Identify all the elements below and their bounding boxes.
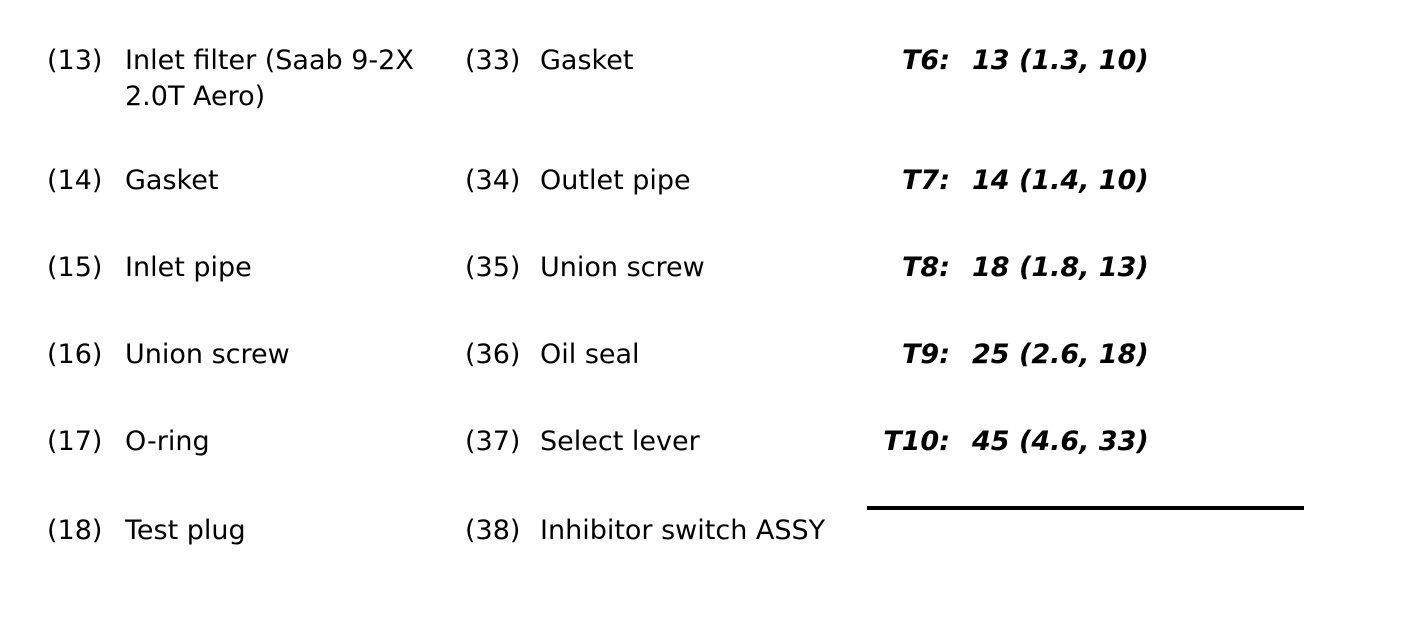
part-number: (33)	[465, 45, 521, 76]
part-number: (34)	[465, 165, 521, 196]
part-name: Inlet pipe	[125, 252, 252, 283]
part-item: (35) Union screw	[465, 250, 940, 286]
part-number: (15)	[47, 252, 103, 283]
torque-label: T7:	[901, 165, 950, 196]
part-number: (18)	[47, 515, 103, 546]
part-item: (36) Oil seal	[465, 337, 940, 373]
part-name: O-ring	[125, 426, 210, 457]
torque-label: T6:	[901, 45, 950, 76]
part-number: (37)	[465, 426, 521, 457]
torque-value: 45 (4.6, 33)	[972, 426, 1149, 457]
part-item: (18) Test plug	[47, 513, 470, 549]
part-number: (14)	[47, 165, 103, 196]
part-number: (35)	[465, 252, 521, 283]
torque-spec-row: T8: 18 (1.8, 13)	[858, 250, 1149, 286]
part-number: (16)	[47, 339, 103, 370]
torque-value: 13 (1.3, 10)	[972, 45, 1149, 76]
part-number: (13)	[47, 45, 103, 76]
part-number: (17)	[47, 426, 103, 457]
part-name: Union screw	[540, 252, 705, 283]
part-number: (36)	[465, 339, 521, 370]
torque-value: 18 (1.8, 13)	[972, 252, 1149, 283]
part-item: (13) Inlet filter (Saab 9-2X 2.0T Aero)	[47, 43, 470, 115]
part-name: Inhibitor switch ASSY	[540, 515, 826, 546]
part-item: (34) Outlet pipe	[465, 163, 940, 199]
torque-spec-row: T7: 14 (1.4, 10)	[858, 163, 1149, 199]
part-item: (15) Inlet pipe	[47, 250, 470, 286]
torque-table-bottom-rule	[867, 506, 1304, 510]
part-item: (17) O-ring	[47, 424, 470, 460]
torque-spec-row: T9: 25 (2.6, 18)	[858, 337, 1149, 373]
torque-value: 14 (1.4, 10)	[972, 165, 1149, 196]
torque-spec-row: T10: 45 (4.6, 33)	[858, 424, 1149, 460]
part-name: Gasket	[540, 45, 634, 76]
torque-label: T8:	[901, 252, 950, 283]
torque-label: T9:	[901, 339, 950, 370]
part-name: Union screw	[125, 339, 290, 370]
part-name: Outlet pipe	[540, 165, 691, 196]
part-item: (14) Gasket	[47, 163, 470, 199]
torque-spec-row: T6: 13 (1.3, 10)	[858, 43, 1149, 79]
torque-value: 25 (2.6, 18)	[972, 339, 1149, 370]
part-item: (38) Inhibitor switch ASSY	[465, 513, 940, 549]
part-name: Select lever	[540, 426, 700, 457]
part-item: (16) Union screw	[47, 337, 470, 373]
part-name: Gasket	[125, 165, 219, 196]
part-number: (38)	[465, 515, 521, 546]
part-item: (33) Gasket	[465, 43, 940, 79]
part-name: Oil seal	[540, 339, 640, 370]
part-name: Inlet filter (Saab 9-2X 2.0T Aero)	[125, 45, 414, 112]
part-name: Test plug	[125, 515, 246, 546]
part-item: (37) Select lever	[465, 424, 940, 460]
torque-label: T10:	[883, 426, 950, 457]
